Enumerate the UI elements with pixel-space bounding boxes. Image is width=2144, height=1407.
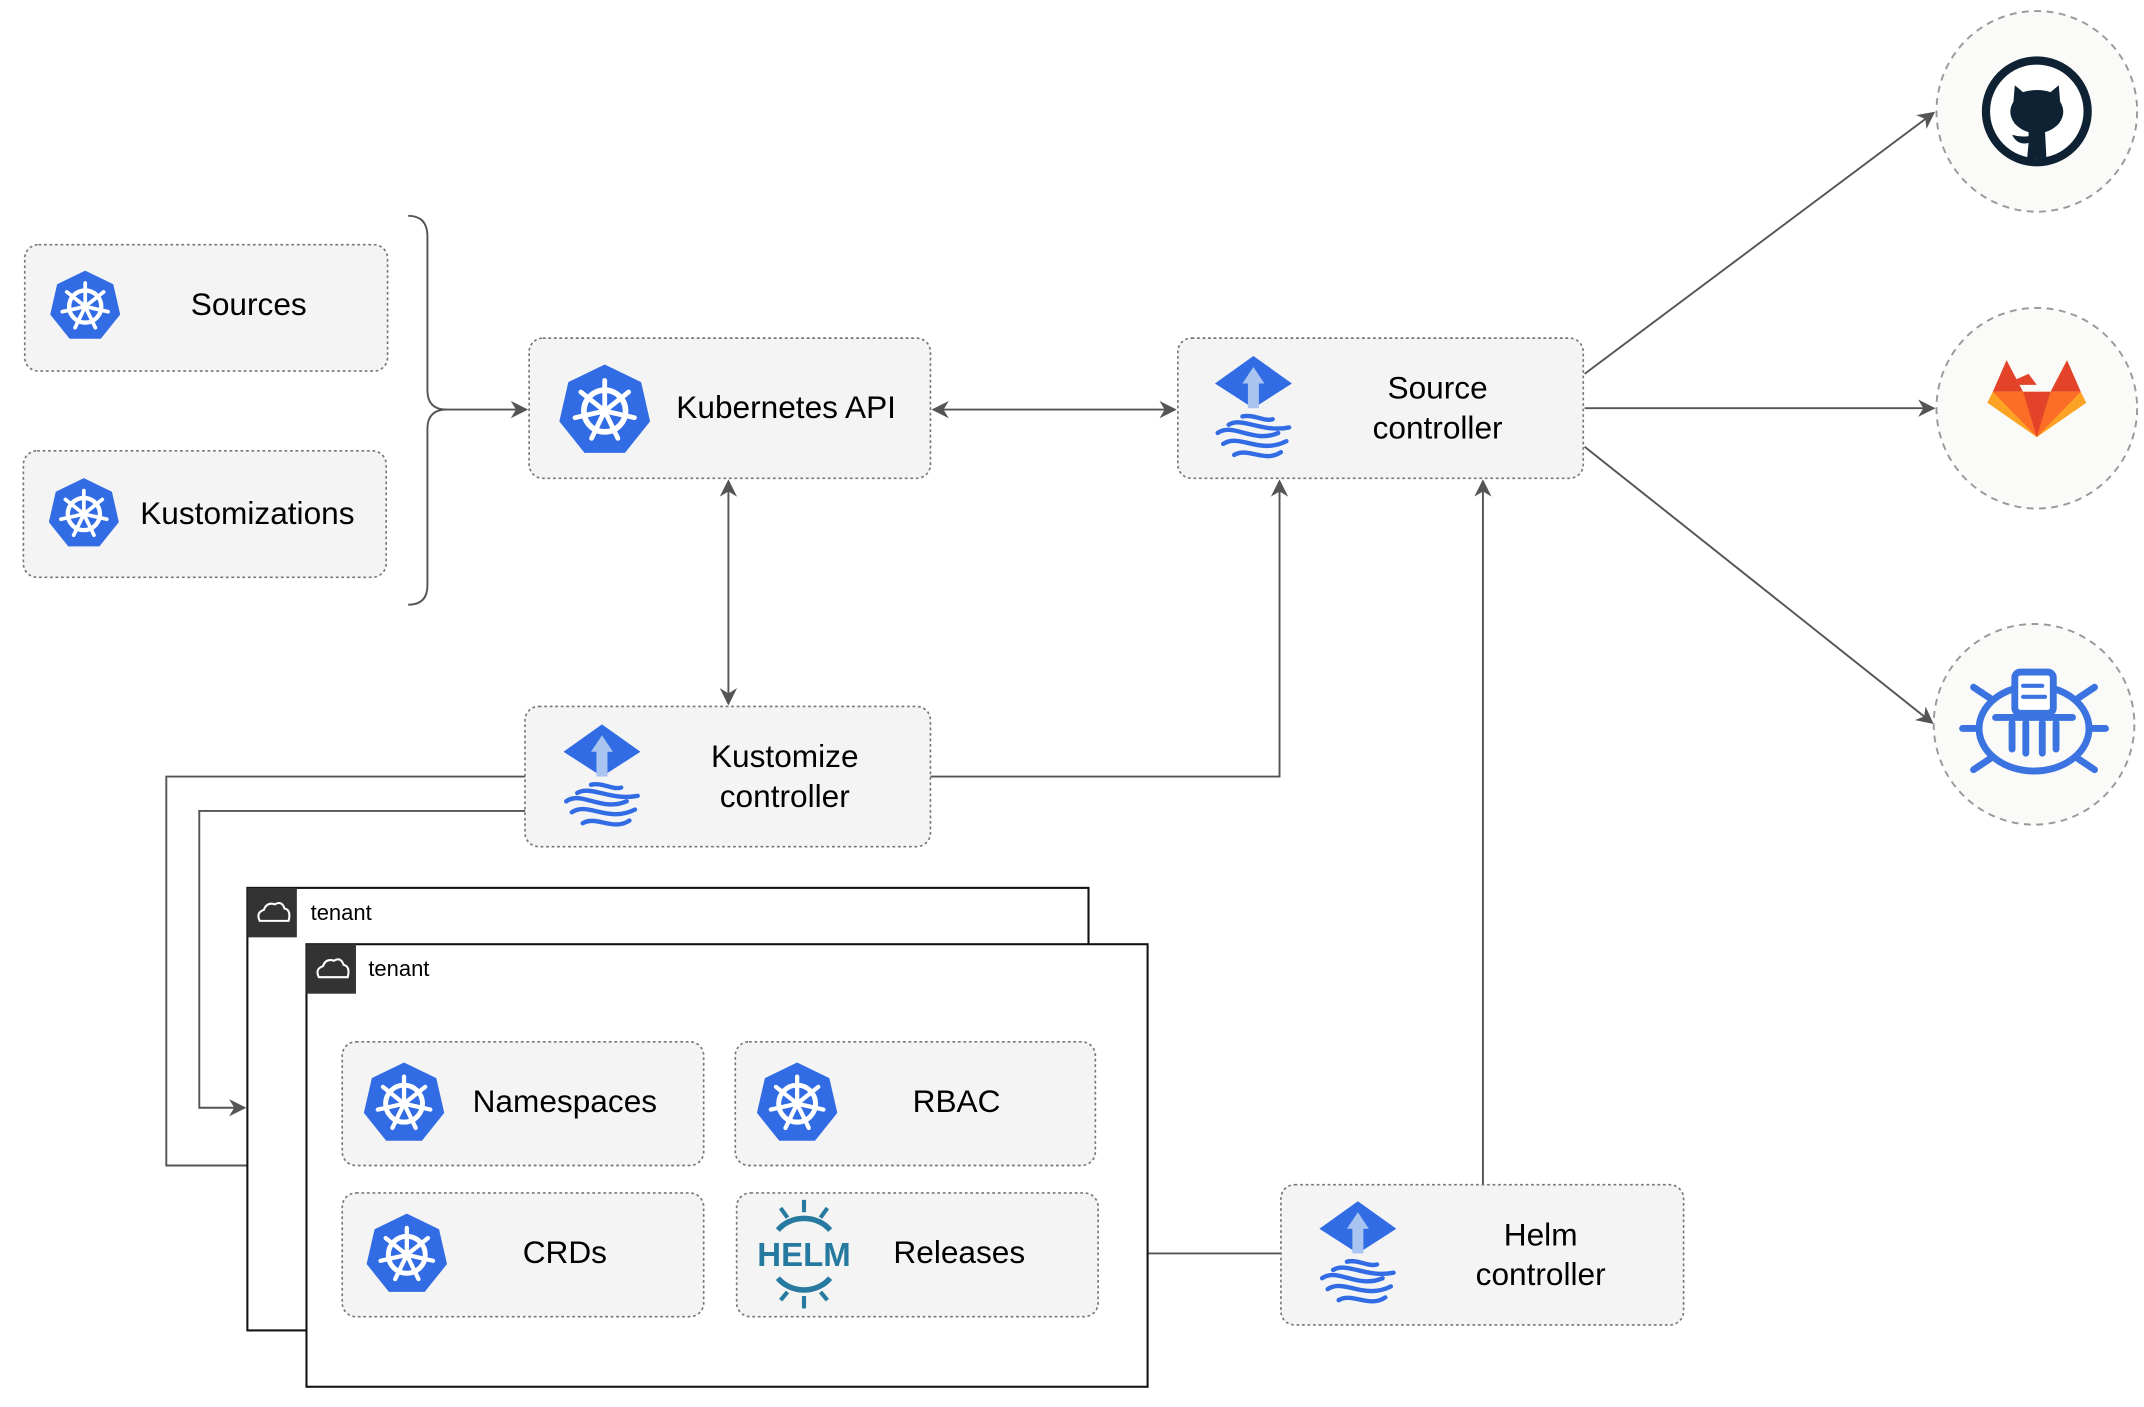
github-icon: [1981, 56, 2092, 167]
crds-label: CRDs: [523, 1234, 607, 1270]
sources-label: Sources: [191, 286, 307, 322]
edge-kustomize-tenant-front: [165, 775, 526, 1175]
edge-source-github: [1584, 111, 1936, 375]
rbac-node[interactable]: RBAC: [734, 1040, 1097, 1167]
edge-source-bucket: [1584, 445, 1934, 725]
crds-node[interactable]: CRDs: [341, 1192, 705, 1318]
helm-logo-text: HELM: [757, 1236, 850, 1273]
helm-controller-label-line2: controller: [1476, 1256, 1606, 1292]
bucket-node[interactable]: [1932, 623, 2136, 826]
helm-controller-node[interactable]: Helm controller: [1280, 1183, 1685, 1326]
edge-kustomize-tenant-back: [198, 809, 526, 1117]
source-controller-label-line1: Source: [1388, 370, 1488, 406]
releases-label: Releases: [893, 1234, 1025, 1270]
namespaces-label: Namespaces: [473, 1083, 657, 1119]
source-controller-node[interactable]: Source controller: [1177, 337, 1585, 480]
kustomize-controller-label-line2: controller: [720, 778, 850, 814]
bracket-edge: [408, 214, 529, 419]
cloud-icon: [316, 958, 350, 979]
kustomize-controller-node[interactable]: Kustomize controller: [524, 705, 932, 848]
tenant-label: tenant: [368, 956, 429, 981]
helm-icon: HELM: [757, 1199, 851, 1309]
releases-node[interactable]: HELM Releases: [735, 1192, 1099, 1318]
edges: [165, 111, 1936, 1263]
bracket-bottom: [408, 408, 447, 606]
gitlab-icon: [1987, 360, 2087, 438]
kustomizations-node[interactable]: Kustomizations: [22, 449, 388, 579]
tenant-label: tenant: [311, 900, 372, 925]
gitlab-node[interactable]: [1935, 306, 2139, 510]
github-node[interactable]: [1935, 10, 2139, 213]
namespaces-node[interactable]: Namespaces: [341, 1040, 705, 1167]
rbac-label: RBAC: [913, 1083, 1001, 1119]
source-controller-label-line2: controller: [1373, 410, 1503, 446]
kubernetes-api-label: Kubernetes API: [676, 389, 896, 425]
bucket-icon: [1959, 668, 2109, 775]
cloud-icon: [257, 901, 291, 922]
sources-node[interactable]: Sources: [23, 243, 389, 372]
kubernetes-api-node[interactable]: Kubernetes API: [528, 337, 932, 480]
edge-kustomize-source: [930, 479, 1289, 778]
kustomize-controller-label-line1: Kustomize: [711, 738, 859, 774]
kustomizations-label: Kustomizations: [140, 495, 354, 531]
helm-controller-label-line1: Helm: [1504, 1216, 1578, 1252]
tenant-front[interactable]: tenant Namespaces RBAC CRDs HELM Release…: [305, 943, 1149, 1388]
